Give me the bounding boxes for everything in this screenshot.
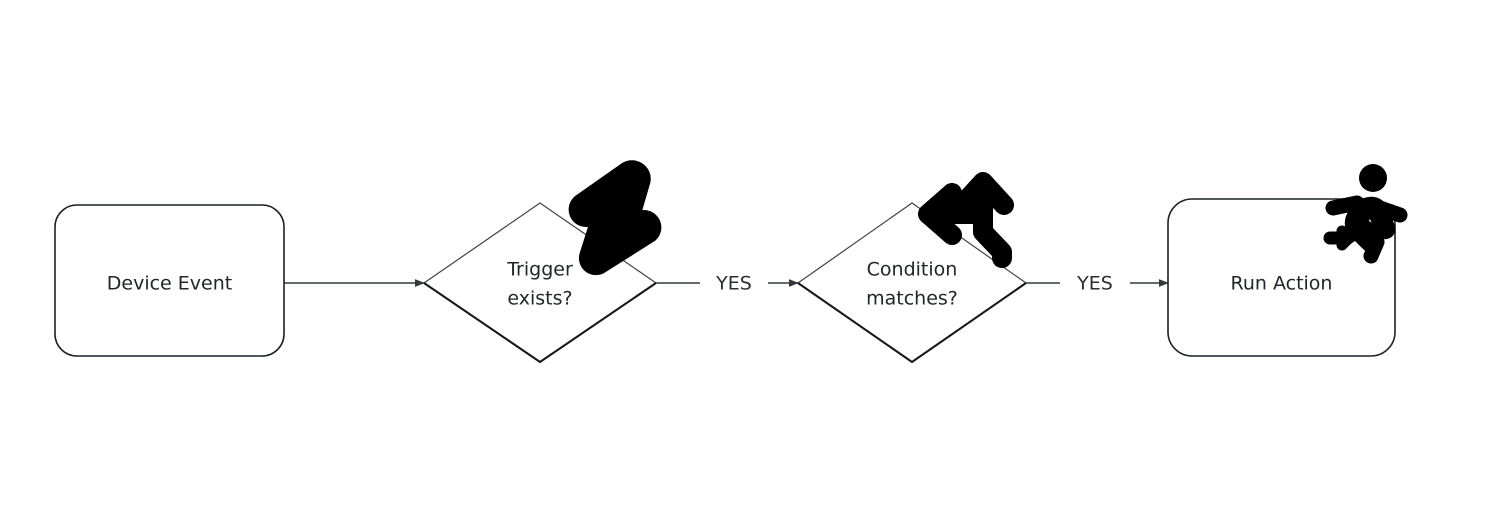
running-person-icon — [1323, 164, 1408, 264]
condition-matches-label-line-2: matches? — [866, 288, 958, 310]
branch-arrow-icon — [918, 172, 1014, 268]
trigger-exists-label-line-1: Trigger — [506, 259, 573, 281]
edge-3-label: YES — [1076, 273, 1113, 295]
node-trigger-exists[interactable]: Trigger exists? — [422, 202, 658, 364]
trigger-exists-label-line-2: exists? — [507, 288, 572, 310]
condition-matches-lower-edges — [797, 282, 1027, 364]
device-event-shape[interactable] — [54, 204, 285, 357]
node-device-event[interactable]: Device Event — [54, 204, 285, 357]
lightning-bolt-icon — [568, 160, 662, 276]
edge-condition-to-action: YES — [1026, 273, 1169, 295]
trigger-exists-lower-edges — [423, 282, 657, 364]
edge-trigger-to-condition: YES — [656, 273, 799, 295]
device-event-label: Device Event — [107, 273, 232, 295]
edge-2-label: YES — [715, 273, 752, 295]
node-condition-matches[interactable]: Condition matches? — [796, 202, 1028, 364]
run-action-label: Run Action — [1231, 273, 1333, 295]
condition-matches-label-line-1: Condition — [867, 259, 958, 281]
